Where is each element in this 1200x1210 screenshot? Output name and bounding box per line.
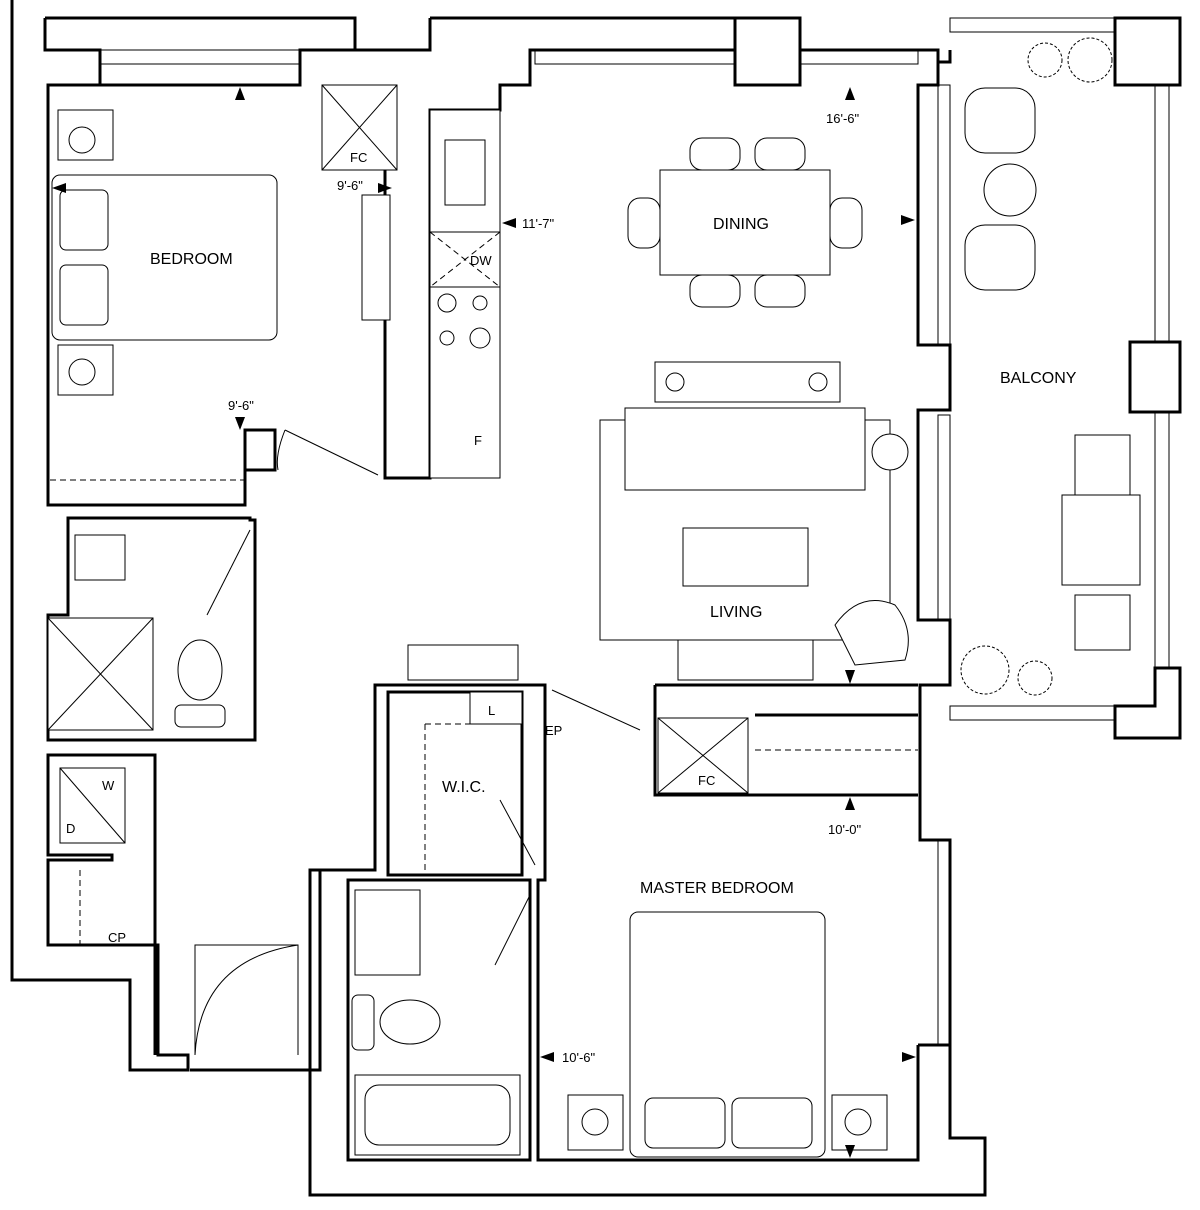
windows [99, 17, 1170, 1046]
toilet [379, 999, 441, 1045]
dimension-label: 10'-6" [562, 1050, 596, 1065]
balcony-table [1061, 494, 1141, 586]
room-label-master-bedroom: MASTER BEDROOM [640, 880, 794, 897]
walk-in-closet: L EP W.I.C. [424, 689, 641, 870]
bedroom: FC BEDROOM 9'-6" 9'-6" [50, 84, 398, 481]
toilet [177, 639, 223, 701]
master-bathroom [351, 889, 531, 1156]
bathroom [47, 529, 251, 731]
linen-label: L [488, 703, 495, 718]
laundry: W D CP [59, 767, 299, 1056]
linen [469, 691, 523, 725]
fc-label: FC [350, 150, 367, 165]
sink [354, 889, 421, 976]
balcony: BALCONY [960, 37, 1141, 696]
dryer-label: D [66, 821, 75, 836]
room-label-living: LIVING [710, 604, 762, 621]
fc-label: FC [698, 773, 715, 788]
coffee-table [682, 527, 809, 587]
dw-label: DW [470, 253, 492, 268]
sink [74, 534, 126, 581]
dimension-label: 16'-6" [826, 111, 860, 126]
cp-label: CP [108, 930, 126, 945]
kitchen: DW F 11'-7" [429, 109, 555, 479]
room-label-balcony: BALCONY [1000, 370, 1077, 387]
dimension-label: 9'-6" [228, 398, 254, 413]
dining: DINING 16'-6" [627, 87, 915, 308]
cabinet [407, 644, 519, 681]
room-label-dining: DINING [713, 216, 769, 233]
sink [444, 139, 486, 206]
room-label-wic: W.I.C. [442, 779, 486, 796]
washer-label: W [102, 778, 115, 793]
master-bedroom: FC 10'-0" MASTER BEDROOM 10'-6" [540, 717, 918, 1158]
ep-label: EP [545, 723, 562, 738]
exterior-walls [10, 0, 1182, 1197]
armchair [834, 600, 909, 666]
sofa [624, 407, 866, 491]
fridge-label: F [474, 433, 482, 448]
living: LIVING [407, 361, 909, 684]
bed [629, 911, 826, 1158]
dimension-label: 11'-7" [522, 216, 555, 231]
dimension-label: 10'-0" [828, 822, 862, 837]
dimension-label: 9'-6" [337, 178, 363, 193]
dresser [361, 194, 391, 321]
dining-table [659, 169, 831, 276]
room-label-bedroom: BEDROOM [150, 251, 233, 268]
